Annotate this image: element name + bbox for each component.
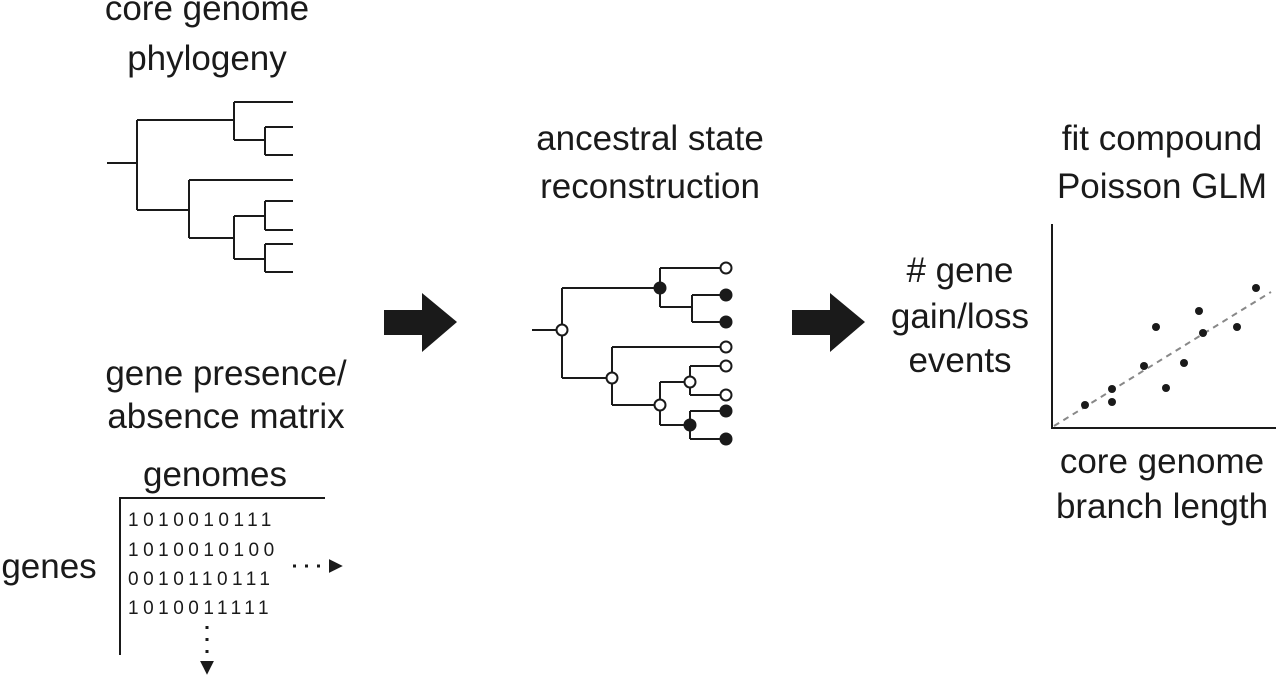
flow-arrow-icon bbox=[384, 293, 457, 352]
glm-plot-axes bbox=[1051, 224, 1276, 429]
matrix-genomes-label: genomes bbox=[143, 455, 287, 494]
glm-x-label-line1: core genome bbox=[1060, 442, 1264, 481]
ancestral-node-open bbox=[653, 398, 667, 412]
phylogeny-title-line1: core genome bbox=[105, 0, 309, 28]
phylogeny-panel: core genome phylogeny bbox=[105, 0, 309, 273]
matrix-title-line1: gene presence/ bbox=[105, 354, 347, 393]
scatter-point bbox=[1108, 385, 1116, 393]
scatter-point bbox=[1081, 401, 1089, 409]
matrix-row-4: 1010011111 bbox=[128, 598, 273, 619]
matrix-genes-label: genes bbox=[1, 547, 96, 586]
tip-state-open bbox=[719, 340, 733, 354]
scatter-point bbox=[1152, 323, 1160, 331]
matrix-row-1: 1010010111 bbox=[128, 510, 276, 531]
tip-state-filled bbox=[719, 288, 733, 302]
matrix-title-line2: absence matrix bbox=[107, 397, 345, 436]
tip-state-open bbox=[719, 359, 733, 373]
tip-state-filled bbox=[719, 315, 733, 329]
glm-title-line1: fit compound bbox=[1062, 119, 1262, 158]
scatter-point bbox=[1140, 362, 1148, 370]
ancestral-title-line2: reconstruction bbox=[540, 167, 760, 206]
ancestral-node-open bbox=[683, 375, 697, 389]
glm-y-label-line3: events bbox=[908, 341, 1011, 380]
matrix-panel: gene presence/ absence matrix genomes ge… bbox=[1, 354, 347, 675]
tip-state-filled bbox=[719, 432, 733, 446]
matrix-row-2: 1010010100 bbox=[128, 540, 279, 561]
ancestral-node-open bbox=[605, 371, 619, 385]
glm-fit-line bbox=[1053, 291, 1272, 427]
phylogeny-tree bbox=[107, 101, 293, 273]
scatter-point bbox=[1195, 307, 1203, 315]
scatter-point bbox=[1252, 284, 1260, 292]
glm-title-line2: Poisson GLM bbox=[1057, 167, 1267, 206]
glm-panel: fit compound Poisson GLM # gene gain/los… bbox=[891, 119, 1276, 526]
flow-arrow-icon bbox=[792, 293, 865, 352]
matrix-row-3: 0010110111 bbox=[128, 569, 274, 590]
tip-state-filled bbox=[719, 404, 733, 418]
ancestral-node-open bbox=[555, 323, 569, 337]
ancestral-title-line1: ancestral state bbox=[536, 119, 764, 158]
glm-y-label-line2: gain/loss bbox=[891, 297, 1029, 336]
scatter-point bbox=[1108, 398, 1116, 406]
matrix-axes bbox=[119, 497, 325, 655]
ancestral-node-filled bbox=[683, 418, 697, 432]
scatter-point bbox=[1162, 384, 1170, 392]
ancestral-panel: ancestral state reconstruction bbox=[532, 119, 764, 446]
scatter-point bbox=[1180, 359, 1188, 367]
glm-y-label-line1: # gene bbox=[906, 251, 1013, 290]
scatter-point bbox=[1233, 323, 1241, 331]
ancestral-tree bbox=[532, 261, 733, 446]
tip-state-open bbox=[719, 388, 733, 402]
ancestral-node-filled bbox=[653, 281, 667, 295]
phylogeny-title-line2: phylogeny bbox=[127, 39, 287, 78]
scatter-point bbox=[1199, 329, 1207, 337]
tip-state-open bbox=[719, 261, 733, 275]
glm-scatter-points bbox=[1081, 284, 1260, 409]
glm-x-label-line2: branch length bbox=[1056, 487, 1268, 526]
